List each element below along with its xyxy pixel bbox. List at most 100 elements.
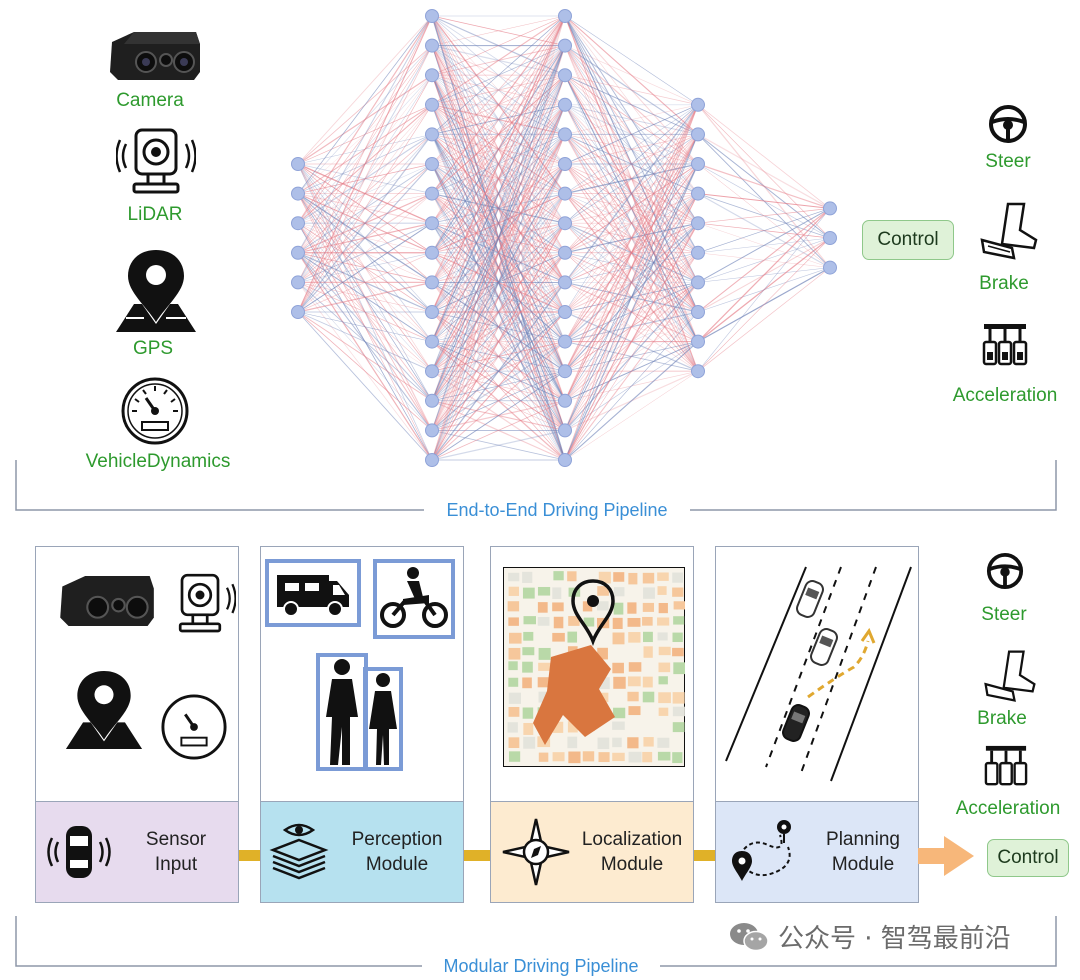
map-block (522, 707, 534, 719)
map-block (552, 752, 565, 762)
network-edge (431, 104, 566, 461)
network-edge (431, 15, 566, 165)
car-sensor-icon (47, 826, 111, 878)
control-box-modular: Control (987, 839, 1069, 877)
network-edge (431, 400, 566, 461)
network-edge (297, 104, 433, 313)
network-node (691, 127, 705, 142)
network-edge (431, 15, 566, 372)
network-edge (297, 75, 433, 313)
network-edge (564, 370, 699, 461)
network-node (691, 97, 705, 112)
map-block (508, 751, 521, 762)
map-block (508, 572, 520, 582)
network-edge (431, 15, 566, 253)
map-block (643, 646, 653, 658)
speedometer-icon (120, 376, 190, 446)
map-block (657, 737, 670, 748)
network-edge (697, 207, 831, 313)
network-node (691, 305, 705, 319)
map-block (658, 646, 671, 656)
map-block (552, 602, 564, 612)
network-edge (297, 282, 433, 402)
watermark: 公众号 · 智驾最前沿 (728, 918, 1011, 955)
network-edge (297, 311, 433, 402)
map-block (538, 752, 549, 762)
map-block (537, 586, 551, 596)
network-edge (697, 133, 831, 209)
network-edge (431, 104, 566, 401)
map-block (537, 602, 548, 613)
network-edge (564, 104, 699, 402)
network-edge (297, 15, 433, 224)
network-node (425, 305, 439, 319)
map-block (613, 676, 626, 689)
map-block (642, 751, 653, 763)
map-block (658, 692, 671, 704)
network-edge (431, 45, 566, 372)
map-block (673, 616, 685, 625)
orange-arrow (918, 836, 974, 876)
network-edge (431, 15, 566, 135)
map-block (538, 647, 551, 660)
car-icon-2 (810, 628, 838, 666)
planning-line2: Module (831, 854, 895, 875)
map-block (508, 677, 519, 687)
map-block (627, 617, 641, 627)
sensor-input-line1: Sensor (145, 829, 207, 850)
map-block (628, 632, 641, 643)
network-edge (297, 193, 433, 283)
network-edge (564, 104, 699, 283)
neural-network (291, 9, 837, 467)
output-label-steer: Steer (985, 151, 1031, 172)
network-edges (297, 15, 831, 461)
map-block (672, 692, 685, 704)
perception-panel (260, 546, 464, 802)
network-node (558, 97, 572, 112)
network-node (691, 186, 705, 201)
network-node (425, 127, 439, 142)
network-node (425, 393, 439, 408)
connector (464, 850, 490, 861)
network-edge (431, 45, 566, 135)
network-node (823, 260, 837, 275)
network-edge (431, 15, 566, 76)
map-block (613, 587, 625, 597)
network-node (425, 364, 439, 379)
map-block (508, 647, 521, 660)
map-highlight-district (533, 645, 615, 745)
map-block (642, 572, 655, 584)
network-edge (564, 104, 699, 342)
network-edge (697, 104, 831, 209)
compass-icon (502, 818, 570, 886)
map-block (658, 707, 669, 716)
map-block (672, 722, 685, 733)
map-block (523, 616, 537, 625)
wechat-icon (730, 922, 769, 951)
network-edge (297, 15, 433, 165)
network-node (425, 245, 439, 260)
map-block (612, 737, 622, 748)
steering-wheel-icon (986, 552, 1024, 590)
network-node (823, 201, 837, 216)
network-edge (297, 311, 433, 342)
map-block (628, 572, 638, 585)
network-node (291, 216, 305, 231)
network-edge (564, 134, 699, 402)
map-block (567, 571, 577, 582)
network-edge (297, 15, 433, 313)
network-node (691, 157, 705, 171)
network-edge (564, 104, 699, 461)
map-block (522, 587, 535, 599)
map-block (628, 662, 642, 672)
network-edge (297, 281, 433, 313)
network-edge (564, 104, 699, 224)
map-block (552, 632, 565, 642)
network-node (558, 186, 572, 201)
network-node (691, 245, 705, 260)
map-block (523, 736, 536, 749)
network-edge (431, 15, 566, 431)
city-map (503, 567, 685, 767)
network-node (558, 127, 572, 142)
sensor-label-gps: GPS (132, 338, 174, 359)
